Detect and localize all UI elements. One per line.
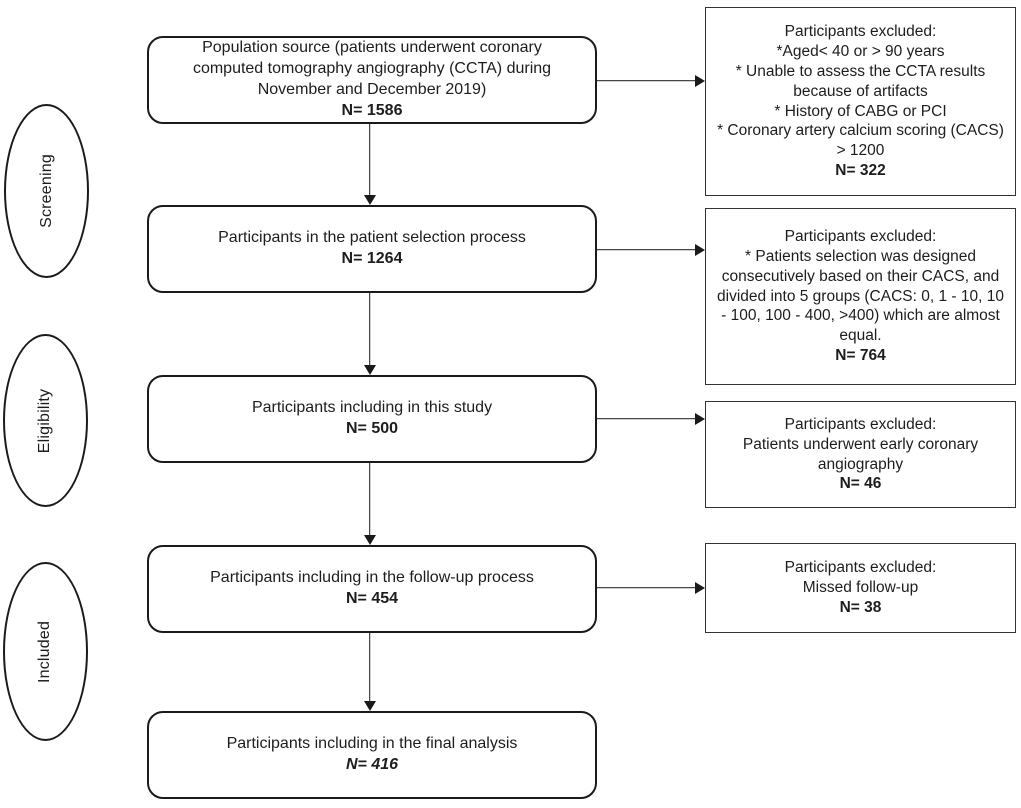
stage-ellipse-included: Included (3, 562, 88, 741)
arrow-right-2 (597, 243, 705, 256)
arrowhead-down-icon (363, 701, 376, 711)
main-box-n-value: N= 416 (345, 756, 399, 773)
excluded-box-text: Participants excluded: Missed follow-up (784, 559, 937, 597)
excluded-box-missed-follow-up: Participants excluded: Missed follow-up … (705, 543, 1016, 633)
excluded-box-text: Participants excluded: Patients underwen… (742, 415, 979, 473)
arrow-line (597, 586, 697, 589)
main-box-included-in-study: Participants including in this study N= … (147, 375, 597, 463)
stage-ellipse-screening: Screening (4, 104, 89, 278)
arrow-down-4 (363, 633, 376, 711)
excluded-box-early-angiography: Participants excluded: Patients underwen… (705, 401, 1016, 508)
main-box-text: Participants including in the follow-up … (210, 569, 534, 587)
stage-label-included: Included (36, 620, 54, 683)
arrowhead-right-icon (695, 412, 705, 425)
main-box-patient-selection: Participants in the patient selection pr… (147, 205, 597, 293)
arrow-line (597, 79, 697, 82)
arrow-line (368, 463, 371, 537)
main-box-n-value: N= 1264 (341, 250, 403, 267)
arrowhead-right-icon (695, 581, 705, 594)
arrow-line (597, 248, 697, 251)
arrow-line (597, 417, 697, 420)
excluded-box-text: Participants excluded: *Aged< 40 or > 90… (717, 23, 1004, 160)
stage-label-screening: Screening (37, 154, 55, 228)
main-box-text: Participants including in the final anal… (226, 735, 518, 753)
main-box-n-value: N= 454 (345, 590, 399, 607)
excluded-box-n-value: N= 38 (839, 598, 882, 616)
arrow-line (368, 293, 371, 367)
arrow-right-3 (597, 412, 705, 425)
main-box-text: Participants including in this study (251, 399, 493, 417)
arrowhead-down-icon (363, 535, 376, 545)
main-box-follow-up: Participants including in the follow-up … (147, 545, 597, 633)
main-box-text: Participants in the patient selection pr… (218, 229, 526, 247)
main-box-n-value: N= 500 (345, 420, 399, 437)
excluded-box-selection: Participants excluded: * Patients select… (705, 208, 1016, 385)
main-box-text: Population source (patients underwent co… (192, 39, 552, 98)
arrowhead-down-icon (363, 365, 376, 375)
excluded-box-n-value: N= 764 (835, 347, 886, 365)
stage-label-eligibility: Eligibility (36, 388, 54, 453)
arrow-right-1 (597, 74, 705, 87)
excluded-box-n-value: N= 46 (839, 475, 882, 493)
main-box-population-source: Population source (patients underwent co… (147, 36, 597, 124)
arrow-line (368, 633, 371, 703)
excluded-box-screening: Participants excluded: *Aged< 40 or > 90… (705, 7, 1016, 196)
arrowhead-right-icon (695, 243, 705, 256)
arrowhead-right-icon (695, 74, 705, 87)
excluded-box-text: Participants excluded: * Patients select… (717, 228, 1004, 345)
stage-ellipse-eligibility: Eligibility (3, 334, 88, 507)
arrow-line (368, 124, 371, 197)
main-box-final-analysis: Participants including in the final anal… (147, 711, 597, 799)
arrow-right-4 (597, 581, 705, 594)
arrowhead-down-icon (363, 195, 376, 205)
main-box-n-value: N= 1586 (341, 101, 403, 119)
arrow-down-3 (363, 463, 376, 545)
arrow-down-2 (363, 293, 376, 375)
excluded-box-n-value: N= 322 (835, 161, 886, 179)
arrow-down-1 (363, 124, 376, 205)
